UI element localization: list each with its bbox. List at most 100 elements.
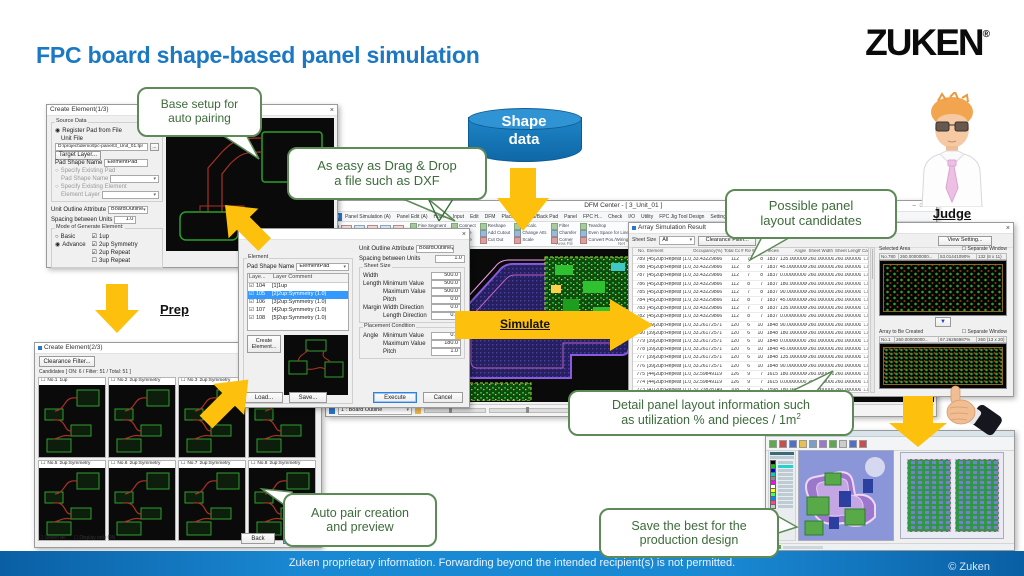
ribbon-command[interactable]: Reshape xyxy=(479,223,511,230)
column-header[interactable]: Candidate... xyxy=(862,249,868,254)
mode-checkbox[interactable]: ☑2up Symmetry xyxy=(91,242,138,248)
ribbon-icon[interactable] xyxy=(799,439,807,448)
column-header[interactable]: Angle xyxy=(794,249,806,254)
column-header[interactable]: # Columns xyxy=(752,249,764,254)
candidate-checkbox[interactable]: ☐ xyxy=(863,379,868,385)
select-all-checkbox[interactable]: ☐ Select All xyxy=(39,535,66,541)
close-icon[interactable]: × xyxy=(329,106,334,114)
candidate-checkbox[interactable]: ☐ xyxy=(863,273,868,279)
ribbon-command[interactable]: Filter xyxy=(551,223,576,230)
ribbon-tab[interactable]: DFM xyxy=(484,214,496,220)
checkbox-icon[interactable]: ☐ xyxy=(111,461,116,467)
spacing-input[interactable]: 1.0 xyxy=(114,216,137,224)
ribbon-tab[interactable]: Input xyxy=(452,214,464,220)
length-max-input[interactable]: 500.0 xyxy=(431,288,461,296)
candidate-checkbox[interactable]: ☐ xyxy=(863,289,868,295)
column-header[interactable]: Sheet Width xyxy=(808,249,833,254)
candidate-checkbox[interactable]: ☐ xyxy=(863,371,868,377)
sheet-size-select[interactable]: All▾ xyxy=(659,236,696,245)
ribbon-tab[interactable]: Panel xyxy=(564,214,577,220)
ribbon-tab[interactable]: Placement Pad/Back Pad xyxy=(501,214,559,220)
candidate-checkbox[interactable]: ☐ xyxy=(863,355,868,361)
unit-outline-select[interactable]: BoardOutline▾ xyxy=(108,206,149,214)
candidate-checkbox[interactable]: ☐ xyxy=(863,347,868,353)
ribbon-command[interactable]: Add Cutout xyxy=(479,230,510,237)
checkbox-icon[interactable]: ☐ xyxy=(181,461,186,467)
statusbar-icon[interactable] xyxy=(329,407,335,414)
ribbon-tab[interactable]: Settings xyxy=(710,214,729,220)
length-pitch-input[interactable]: 0.0 xyxy=(431,296,461,304)
ribbon-command[interactable]: Chamfer xyxy=(551,230,576,237)
table-scrollbar[interactable] xyxy=(870,247,875,393)
mode-checkbox[interactable]: ☐3up Repeat xyxy=(91,258,131,264)
column-header[interactable]: Sheet Length xyxy=(835,249,861,254)
ribbon-tab[interactable]: Panel Simulation (A) xyxy=(345,214,391,220)
angle-min-input[interactable]: 0.0 xyxy=(431,332,461,340)
ribbon-command[interactable]: Even Space for Linear Dim. xyxy=(580,230,643,237)
candidate-checkbox[interactable]: ☐ xyxy=(863,281,868,287)
layer-row[interactable]: ☑106[3]2up:Symmetry (1.0) xyxy=(249,299,327,306)
statusbar-icon[interactable] xyxy=(415,407,421,414)
unit-file-input[interactable]: D:\project\demo\fpc-panel\3_Unit_01.fpr xyxy=(55,143,148,151)
candidate-checkbox[interactable]: ☐ xyxy=(863,257,868,263)
clearance-filter-button[interactable]: Clearance Filter... xyxy=(39,356,95,367)
ribbon-command[interactable]: Convert Pos./Wiring xyxy=(580,237,643,244)
load-button[interactable]: Load... xyxy=(245,392,283,403)
ribbon-tab[interactable]: I/O xyxy=(628,214,635,220)
spacing-input[interactable]: 1.0 xyxy=(435,255,465,263)
pad-shape-name-select[interactable]: ElementPad▾ xyxy=(296,263,349,271)
zoom-slider[interactable] xyxy=(424,407,486,413)
view-setting-button[interactable]: View Setting... xyxy=(938,235,992,246)
column-header[interactable]: No. xyxy=(637,249,645,254)
separate-window-checkbox[interactable]: ☐ Separate Window xyxy=(961,328,1007,335)
create-element-button[interactable]: Create Element... xyxy=(247,335,281,353)
radio-off-icon[interactable]: ○ xyxy=(55,168,59,174)
candidate-checkbox[interactable]: ☐ xyxy=(863,330,868,336)
back-button[interactable]: Back xyxy=(241,533,275,544)
transfer-arrow-button[interactable]: ▼ xyxy=(935,317,951,327)
ribbon-tab[interactable]: FPC Jig Tool Design xyxy=(659,214,705,220)
margin-length-input[interactable]: 0.0 xyxy=(431,312,461,320)
layer-row-selected[interactable]: ☑105[2]2up:Symmetry (1.0) xyxy=(248,291,348,299)
angle-pitch-input[interactable]: 1.0 xyxy=(431,348,461,356)
ribbon-icon[interactable] xyxy=(789,439,797,448)
mode-checkbox[interactable]: ☑2up Repeat xyxy=(91,250,131,256)
checkbox-icon[interactable]: ☐ xyxy=(181,378,186,384)
angle-max-input[interactable]: 180.0 xyxy=(431,340,461,348)
candidate-checkbox[interactable]: ☐ xyxy=(863,322,868,328)
layer-list[interactable]: Laye...Layer Comment ☑104[1]1up ☑105[2]2… xyxy=(247,273,349,331)
checkbox-icon[interactable]: ☐ xyxy=(41,461,46,467)
layer-row[interactable]: ☑107[4]2up:Symmetry (1.0) xyxy=(249,307,327,314)
ribbon-icon[interactable] xyxy=(779,439,787,448)
close-icon[interactable]: × xyxy=(461,230,466,238)
candidate-checkbox[interactable]: ☐ xyxy=(863,338,868,344)
candidate-checkbox[interactable]: ☐ xyxy=(863,265,868,271)
display-only-on-checkbox[interactable]: ☐ Display only ON xyxy=(73,535,116,541)
column-header[interactable]: Occupancy(%) xyxy=(693,249,723,254)
layer-row[interactable]: ☑104[1]1up xyxy=(249,283,288,290)
sheet-width-input[interactable]: 500.0 xyxy=(431,272,461,280)
checkbox-icon[interactable]: ☐ xyxy=(111,378,116,384)
ribbon-icon[interactable] xyxy=(829,439,837,448)
save-button[interactable]: Save... xyxy=(289,392,327,403)
panel-array-canvas[interactable] xyxy=(900,452,1004,539)
dialog-titlebar[interactable]: × xyxy=(239,229,469,240)
selected-array-preview[interactable] xyxy=(879,260,1007,316)
